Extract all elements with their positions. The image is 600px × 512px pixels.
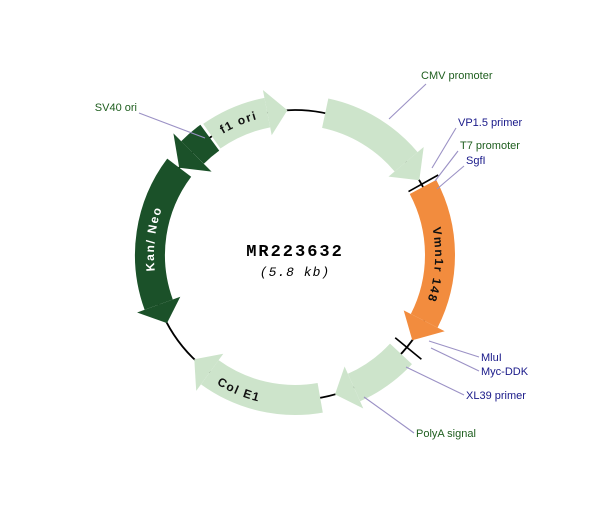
feature-f1-ori: f1 ori (203, 90, 288, 149)
cmv-arrow-body (321, 98, 418, 172)
t7-promoter-leader (434, 150, 459, 182)
cmv-promoter-leader (388, 83, 427, 120)
cmv-promoter-callout: CMV promoter (421, 70, 493, 82)
feature-sv40-ori (173, 124, 220, 172)
insert-arrow-head (403, 310, 445, 341)
plasmid-name: MR223632 (246, 243, 344, 262)
sgfi-leader (436, 165, 465, 190)
polya-signal-callout: PolyA signal (416, 428, 476, 440)
col-e1-arrow-body (200, 359, 323, 415)
kan-neo-arrow-head (137, 296, 181, 324)
sv40-ori-callout: SV40 ori (95, 102, 137, 114)
polya-signal-leader (363, 396, 415, 434)
feature-col-e1: Col E1 (194, 353, 323, 415)
sv40-ori-leader (138, 112, 206, 139)
plasmid-size: (5.8 kb) (260, 265, 330, 280)
sgfi-callout: SgfI (466, 155, 486, 167)
feature-insert-orf: Vmn1r 148 (403, 179, 455, 341)
callout-labels: SV40 ori CMV promoter VP1.5 primer T7 pr… (95, 70, 529, 440)
insert-arrow-body (409, 179, 455, 328)
mlui-callout: MluI (481, 352, 502, 364)
polya-arrow-head (335, 366, 364, 409)
xl39-primer-leader (405, 366, 465, 396)
f1-ori-arrow-head (262, 90, 288, 136)
t7-promoter-callout: T7 promoter (460, 140, 520, 152)
f1-ori-arrow-body (203, 97, 271, 149)
feature-polya-signal (335, 343, 412, 409)
cmv-arrow-head (388, 147, 424, 181)
myc-ddk-leader (430, 347, 480, 372)
feature-kan-neo: Kan/ Neo (134, 158, 192, 324)
kan-neo-arrow-body (134, 158, 192, 310)
xl39-primer-callout: XL39 primer (466, 390, 526, 402)
sv40-arrow-head (173, 133, 212, 172)
vp15-primer-callout: VP1.5 primer (458, 117, 523, 129)
feature-cmv-promoter (321, 98, 424, 181)
leader-lines (138, 83, 480, 434)
vp15-primer-leader (431, 127, 457, 169)
mlui-leader (428, 340, 480, 358)
sgfi-site-tick (408, 174, 439, 193)
col-e1-arrow-head (194, 353, 224, 391)
sv40-arrow-body (181, 124, 220, 165)
mlui-site-tick (394, 337, 422, 360)
polya-arrow-body (347, 343, 412, 402)
myc-ddk-callout: Myc-DDK (481, 366, 529, 378)
